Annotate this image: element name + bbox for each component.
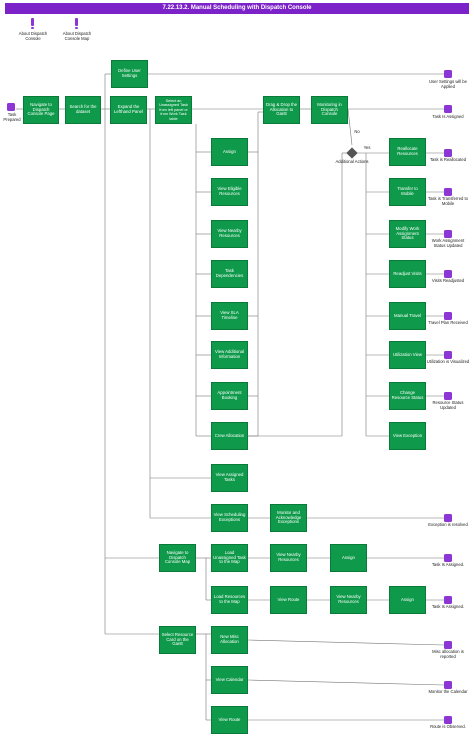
search-dataset-box[interactable]: Search for the dataset	[65, 96, 101, 124]
end-label-user-settings: User Settings will be Applied	[429, 79, 467, 89]
end-event-user-settings[interactable]	[444, 70, 452, 78]
end-event-reallocated[interactable]	[444, 149, 452, 157]
gateway-label: Additional Actions	[335, 159, 369, 164]
view-route-map-box[interactable]: View Route	[270, 586, 307, 614]
manual-travel-box[interactable]: Manual Travel	[389, 302, 426, 330]
navigate-map-box[interactable]: Navigate to Dispatch Console Map	[159, 544, 196, 572]
gateway-no-label: No	[354, 129, 360, 134]
view-calendar-box[interactable]: View Calendar	[211, 666, 248, 694]
modify-status-box[interactable]: Modify Work Assignment Status	[389, 220, 426, 248]
end-event-transferred[interactable]	[444, 188, 452, 196]
end-label-misc: Misc allocation is reported	[432, 649, 464, 659]
view-exception-box[interactable]: View Exception	[389, 422, 426, 450]
view-nearby-box[interactable]: View Nearby Resources	[211, 220, 248, 248]
appointment-booking-box[interactable]: Appointment Booking	[211, 382, 248, 410]
end-event-travel[interactable]	[444, 312, 452, 320]
start-event-label: Task Prepared	[3, 112, 21, 122]
end-event-resource-status[interactable]	[444, 392, 452, 400]
end-event-status-updated[interactable]	[444, 230, 452, 238]
navigate-console-box[interactable]: Navigate to Dispatch Console Page	[23, 96, 59, 124]
define-user-settings-box[interactable]: Define User Settings	[111, 60, 148, 88]
end-label-status-updated: Work Assignment Status Updated	[431, 238, 465, 248]
diagram-title: 7.22.13.2. Manual Scheduling with Dispat…	[5, 3, 469, 14]
assign-box[interactable]: Assign	[211, 138, 248, 166]
readjust-visits-box[interactable]: Readjust Visits	[389, 260, 426, 288]
end-event-misc[interactable]	[444, 641, 452, 649]
end-event-task-assigned[interactable]	[444, 105, 452, 113]
end-event-exception-resolved[interactable]	[444, 514, 452, 522]
view-sla-box[interactable]: View SLA Timeline	[211, 302, 248, 330]
transfer-mobile-box[interactable]: Transfer to Mobile	[389, 178, 426, 206]
view-additional-box[interactable]: View Additional Information	[211, 341, 248, 369]
change-status-box[interactable]: Change Resource Status	[389, 382, 426, 410]
end-event-map-assigned-1[interactable]	[444, 554, 452, 562]
view-eligible-box[interactable]: View Eligible Resources	[211, 178, 248, 206]
about-dispatch-console-icon[interactable]	[30, 18, 35, 29]
end-event-visits[interactable]	[444, 270, 452, 278]
end-event-map-assigned-2[interactable]	[444, 596, 452, 604]
end-label-map-assigned-1: Task Is Assigned.	[431, 562, 465, 567]
monitor-ack-box[interactable]: Monitor and Acknowledge Exceptions	[270, 504, 307, 532]
about-dispatch-console-map-icon[interactable]	[74, 18, 79, 29]
drag-drop-box[interactable]: Drag & Drop the Allocation to Gantt	[263, 96, 300, 124]
legend-label-console-map: About Dispatch Console Map	[62, 31, 92, 41]
end-label-resource-status: Resource Status Updated	[432, 400, 464, 410]
new-misc-box[interactable]: New Misc Allocation	[211, 626, 248, 654]
end-label-exception-resolved: Exception is resolved	[428, 522, 468, 527]
end-event-utilization[interactable]	[444, 351, 452, 359]
task-dependencies-box[interactable]: Task Dependencies	[211, 260, 248, 288]
utilization-view-box[interactable]: Utilization View	[389, 341, 426, 369]
expand-panel-box[interactable]: Expand the Lefthand Panel	[110, 96, 147, 124]
end-event-calendar[interactable]	[444, 681, 452, 689]
gateway-yes-label: Yes	[363, 145, 371, 150]
start-event[interactable]	[7, 103, 15, 111]
map-assign-box-2[interactable]: Assign	[389, 586, 426, 614]
end-label-reallocated: Task is Reallocated	[429, 157, 467, 162]
reallocate-box[interactable]: Reallocate Resources	[389, 138, 426, 166]
map-nearby-box[interactable]: View Nearby Resources	[270, 544, 307, 572]
select-card-box[interactable]: Select Resource Card on the Gantt	[159, 626, 196, 654]
end-label-map-assigned-2: Task Is Assigned.	[431, 604, 465, 609]
end-event-route[interactable]	[444, 716, 452, 724]
monitoring-box[interactable]: Monitoring in Dispatch Console	[311, 96, 348, 124]
view-assigned-box[interactable]: View Assigned Tasks	[211, 464, 248, 492]
load-resources-box[interactable]: Load Resources to the Map	[211, 586, 248, 614]
view-sched-exc-box[interactable]: View Scheduling Exceptions	[211, 504, 248, 532]
map-assign-box-1[interactable]: Assign	[330, 544, 367, 572]
map-nearby-box-2[interactable]: View Nearby Resources	[330, 586, 367, 614]
load-unassigned-box[interactable]: Load Unassigned Task to the Map	[211, 544, 248, 572]
end-label-visits: Visits Readjusted	[431, 278, 465, 283]
legend-label-console: About Dispatch Console	[18, 31, 48, 41]
view-route-box[interactable]: View Route	[211, 706, 248, 734]
end-label-route: Route is Observed.	[430, 724, 466, 729]
end-label-travel: Travel Plan Received	[428, 320, 468, 325]
end-label-task-assigned: Task Is Assigned	[432, 114, 464, 119]
end-label-utilization: Utilization is Visualized	[426, 359, 470, 364]
select-task-box[interactable]: Select an Unassigned Task from left pane…	[155, 96, 192, 124]
crew-allocation-box[interactable]: Crew Allocation	[211, 422, 248, 450]
end-label-calendar: Monitor the Calendar	[428, 689, 468, 694]
end-label-transferred: Task is Transferred to Mobile	[427, 196, 469, 206]
